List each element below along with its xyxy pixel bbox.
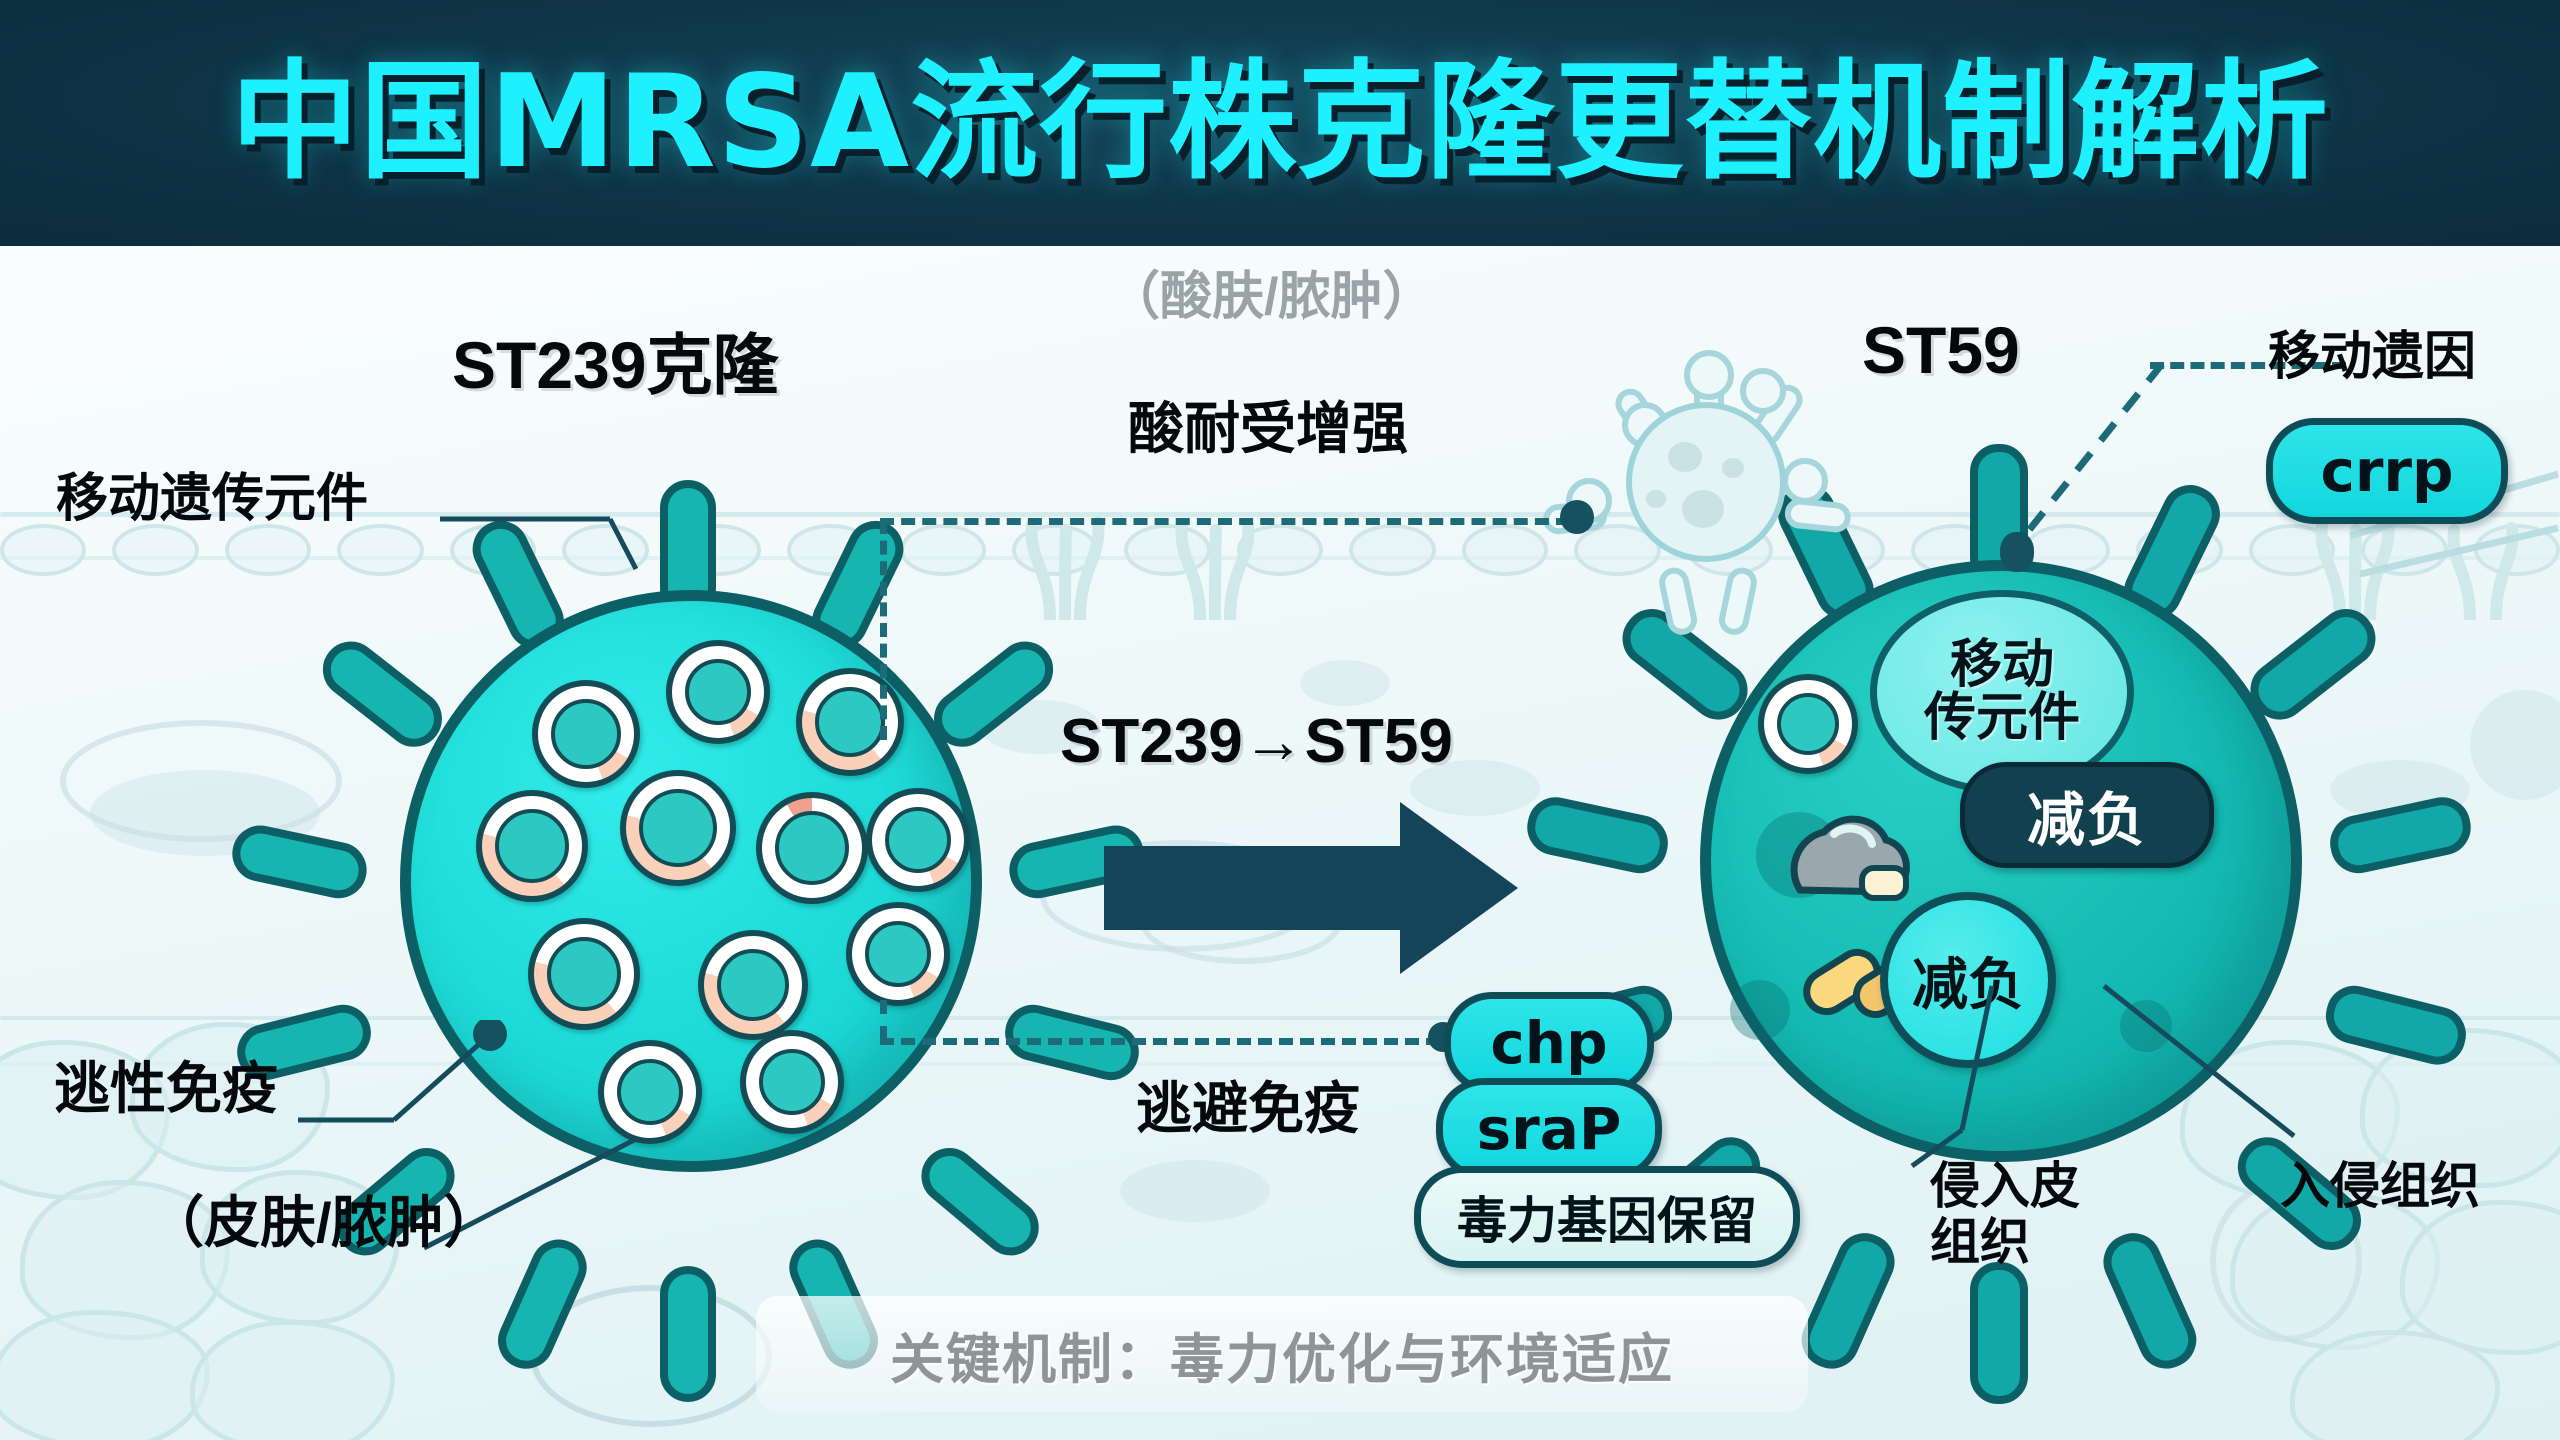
title-banner: 中国MRSA流行株克隆更替机制解析: [0, 0, 2560, 246]
abscess-sub-label: （皮肤/脓肿）: [148, 1191, 500, 1254]
footer-caption-text: 关键机制：毒力优化与环境适应: [890, 1329, 1674, 1390]
badge-dark-jianfu: 减负: [1960, 762, 2214, 868]
connector-node: [1560, 500, 1594, 534]
connector-invade-skin: [1910, 985, 1995, 1169]
transition-label: ST239→ST59: [1060, 707, 1453, 776]
connector-acid-vertical: [880, 520, 887, 740]
mobile-gene-label: 移动遗因: [2268, 328, 2477, 386]
connector-acid-horizontal: [880, 518, 1570, 525]
connector-immune-escape: [298, 1020, 507, 1123]
footer-caption: 关键机制：毒力优化与环境适应: [756, 1296, 1808, 1412]
transition-arrow-icon: [1104, 800, 1524, 976]
st239-cell: [227, 470, 1149, 1402]
immune-escape-center-label: 逃避免疫: [1136, 1077, 1360, 1140]
connector-mobilegene-horizontal: [2150, 362, 2346, 369]
page-title: 中国MRSA流行株克隆更替机制解析: [230, 48, 2330, 197]
connector-mobile-elements: [440, 516, 639, 571]
acid-tolerance-label: 酸耐受增强: [1128, 397, 1408, 460]
connector-invade-tissue: [2102, 984, 2296, 1138]
connector-abscess: [422, 1135, 640, 1251]
mobile-element-oval: 移动 传元件: [1870, 590, 2134, 794]
connector-mobilegene-diagonal: [2015, 361, 2165, 547]
invade-skin-label: 侵入皮 组织: [1930, 1158, 2080, 1270]
badge-circle-jianfu: 减负: [1880, 892, 2056, 1068]
organelle-cluster: [1790, 815, 1910, 901]
gene-pill-crrp[interactable]: crrp: [2266, 418, 2508, 524]
immune-escape-left-label: 逃性免疫: [54, 1057, 278, 1120]
center-paren-label: （酸肤/脓肿）: [1108, 268, 1435, 326]
gene-pill-virulence-retained[interactable]: 毒力基因保留: [1414, 1166, 1800, 1268]
phage-particle-icon: [1541, 350, 1860, 638]
invade-tissue-label: 入侵组织: [2280, 1158, 2480, 1214]
gene-pill-srap[interactable]: sraP: [1436, 1078, 1662, 1180]
st239-heading: ST239克隆: [452, 328, 779, 402]
connector-chp-horizontal: [880, 1038, 1440, 1045]
connector-node: [2000, 532, 2034, 572]
connector-chp-vertical: [880, 1000, 887, 1040]
st59-heading: ST59: [1862, 313, 2020, 387]
mobile-elements-label: 移动遗传元件: [56, 470, 369, 528]
